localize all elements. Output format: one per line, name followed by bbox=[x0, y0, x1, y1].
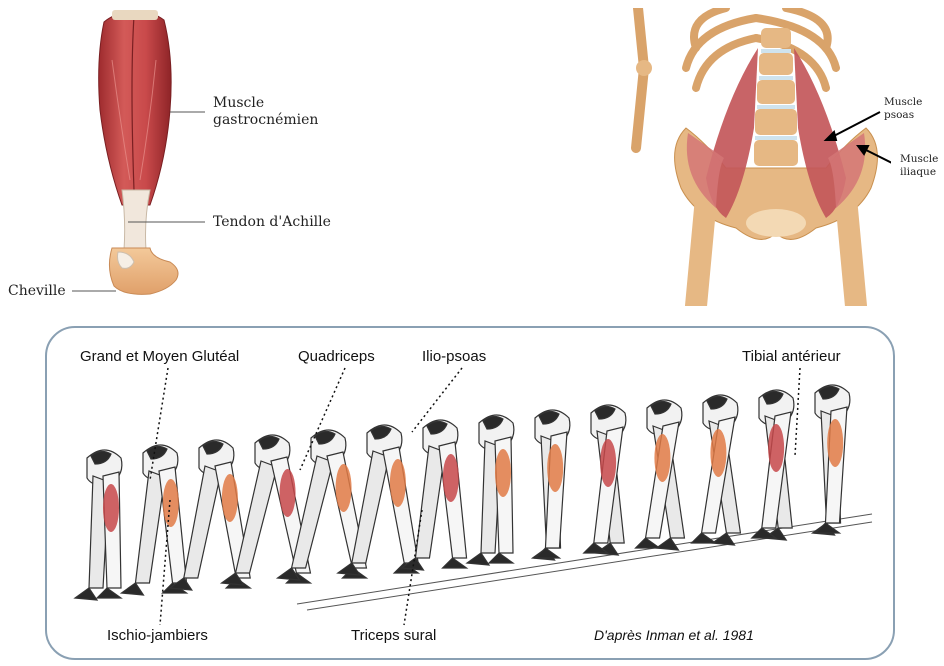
label-psoas-muscle: Muscle psoas bbox=[884, 96, 922, 122]
label-iliac-muscle: Muscle iliaque bbox=[900, 153, 938, 179]
label-tibialis: Tibial antérieur bbox=[736, 346, 847, 367]
label-hamstrings: Ischio-jambiers bbox=[101, 625, 214, 646]
gait-cycle-illustration bbox=[47, 328, 889, 654]
label-iliopsoas: Ilio-psoas bbox=[416, 346, 492, 367]
label-ankle: Cheville bbox=[8, 283, 66, 300]
leg-figure bbox=[584, 405, 626, 555]
label-achilles-tendon: Tendon d'Achille bbox=[213, 214, 331, 231]
calf-illustration bbox=[0, 0, 360, 310]
label-quadriceps: Quadriceps bbox=[292, 346, 381, 367]
leg-figure bbox=[692, 395, 741, 545]
label-gluteal: Grand et Moyen Glutéal bbox=[74, 346, 245, 367]
achilles-tendon bbox=[122, 190, 150, 250]
leg-figure bbox=[75, 450, 122, 600]
leg-figure bbox=[813, 385, 850, 535]
leg-figure bbox=[752, 390, 794, 540]
leg-figure bbox=[533, 410, 570, 560]
leg-figure bbox=[121, 445, 186, 595]
label-triceps-sural: Triceps sural bbox=[345, 625, 442, 646]
leg-figure bbox=[467, 415, 514, 565]
leg-figure bbox=[636, 400, 685, 550]
pelvis-illustration bbox=[626, 8, 891, 306]
gastrocnemius-muscle bbox=[99, 12, 171, 205]
figure-credit: D'après Inman et al. 1981 bbox=[594, 627, 754, 643]
label-gastrocnemius: Muscle gastrocnémien bbox=[213, 95, 318, 129]
